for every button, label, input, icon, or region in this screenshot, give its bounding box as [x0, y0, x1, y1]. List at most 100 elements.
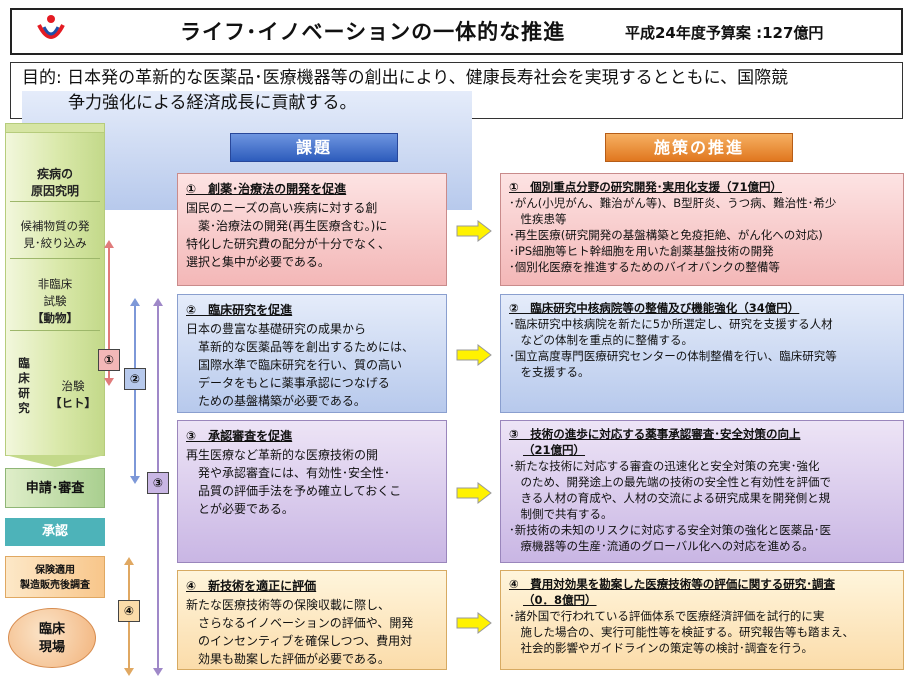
- issue-line: とが必要である。: [186, 502, 294, 516]
- stage-candidate-discovery: 候補物質の発 見･絞り込み: [5, 218, 105, 252]
- issue-title: ② 臨床研究を促進: [186, 303, 293, 317]
- range-arrow-head: [124, 557, 134, 565]
- issue-box-3: ③ 承認審査を促進 再生医療など革新的な医療技術の開 発や承認審査には、有効性･…: [177, 420, 447, 563]
- header-issues: 課題: [230, 133, 398, 162]
- stage-divider: [10, 201, 100, 202]
- purpose-line-1: 目的: 日本発の革新的な医薬品･医療機器等の創出により、健康長寿社会を実現すると…: [22, 68, 789, 88]
- issue-line: 再生医療など革新的な医療技術の開: [186, 448, 379, 462]
- issue-line: ための基盤構築が必要である。: [186, 394, 366, 408]
- issue-box-4: ④ 新技術を適正に評価 新たな医療技術等の保険収載に際し、 さらなるイノベーショ…: [177, 570, 447, 670]
- range-arrow-line-2: [134, 306, 136, 476]
- policy-line: ･iPS細胞等ヒト幹細胞を用いた創薬基盤技術の開発: [509, 244, 774, 258]
- stage-nonclinical-line-3: 【動物】: [32, 311, 78, 325]
- policy-line: 制側で共有する。: [509, 507, 613, 521]
- policy-box-2: ② 臨床研究中核病院等の整備及び機能強化（34億円） ･臨床研究中核病院を新たに…: [500, 294, 904, 413]
- issue-title: ③ 承認審査を促進: [186, 429, 293, 443]
- stage-trial-line-1: 治験: [61, 379, 85, 393]
- issue-line: 国際水準で臨床研究を行い、質の高い: [186, 358, 403, 372]
- page-title: ライフ･イノベーションの一体的な推進: [180, 20, 566, 44]
- range-marker-1: ①: [98, 349, 120, 371]
- stage-cause-research: 疾病の 原因究明: [5, 166, 105, 200]
- range-marker-4: ④: [118, 600, 140, 622]
- policy-line: を支援する。: [509, 365, 590, 379]
- range-marker-2: ②: [124, 368, 146, 390]
- issue-line: 特化した研究費の配分が十分でなく、: [186, 237, 391, 251]
- issue-line: 発や承認審査には、有効性･安全性･: [186, 466, 391, 480]
- stage-clinical-research: 臨 床 研 究: [12, 356, 36, 416]
- policy-title: ④ 費用対効果を勘案した医療技術等の評価に関する研究･調査: [509, 577, 835, 591]
- issue-title: ④ 新技術を適正に評価: [186, 579, 317, 593]
- right-arrow-icon: [456, 220, 492, 242]
- policy-line: ･新技術の未知のリスクに対応する安全対策の強化と医薬品･医: [509, 523, 831, 537]
- policy-line: 性疾患等: [509, 212, 567, 226]
- stage-approval: 承認: [5, 518, 105, 546]
- policy-title: ③ 技術の進歩に対応する薬事承認審査･安全対策の向上: [509, 427, 801, 441]
- stage-site-line-1: 臨床: [38, 622, 65, 637]
- issue-line: 薬･治療法の開発(再生医療含む。)に: [186, 219, 388, 233]
- stage-insurance-line-1: 保険適用: [35, 565, 75, 576]
- range-arrow-head: [153, 668, 163, 676]
- stage-insurance-line-2: 製造販売後調査: [20, 580, 90, 591]
- mhlw-logo: [36, 13, 66, 47]
- issue-line: 品質の評価手法を予め確立しておくこ: [186, 484, 402, 498]
- issue-line: さらなるイノベーションの評価や、開発: [186, 616, 414, 630]
- range-arrow-head: [153, 298, 163, 306]
- issue-line: 効果も勘案した評価が必要である。: [186, 652, 390, 666]
- stage-clinical-char: 床: [18, 371, 30, 385]
- stage-nonclinical-line-1: 非臨床: [37, 277, 73, 291]
- policy-line: きる人材の育成や、人材の交流による研究成果を開発側と規: [509, 491, 831, 505]
- stage-cause-line-1: 疾病の: [36, 167, 73, 181]
- policy-box-1: ① 個別重点分野の研究開発･実用化支援（71億円） ･がん(小児がん、難治がん等…: [500, 173, 904, 286]
- policy-title: ① 個別重点分野の研究開発･実用化支援（71億円）: [509, 180, 782, 194]
- stage-divider: [10, 330, 100, 331]
- stage-cause-line-2: 原因究明: [30, 184, 79, 198]
- policy-line: ･諸外国で行われている評価体系で医療経済評価を試行的に実: [509, 609, 825, 623]
- stage-clinical-char: 研: [18, 386, 30, 400]
- range-arrow-head: [104, 378, 114, 386]
- stage-nonclinical-line-2: 試験: [43, 294, 67, 308]
- stage-clinical-site: 臨床 現場: [8, 608, 96, 668]
- issue-box-2: ② 臨床研究を促進 日本の豊富な基礎研究の成果から 革新的な医薬品等を創出するた…: [177, 294, 447, 413]
- stage-insurance-postmarket: 保険適用 製造販売後調査: [5, 556, 105, 598]
- issue-line: 選択と集中が必要である。: [186, 255, 330, 269]
- stage-column-arrow: [5, 455, 105, 467]
- policy-title: ② 臨床研究中核病院等の整備及び機能強化（34億円）: [509, 301, 800, 315]
- right-arrow-icon: [456, 482, 492, 504]
- policy-line: のため、開発途上の最先端の技術の安全性と有効性を評価で: [509, 475, 831, 489]
- policy-box-3: ③ 技術の進歩に対応する薬事承認審査･安全対策の向上 （21億円） ･新たな技術…: [500, 420, 904, 563]
- range-marker-3: ③: [147, 472, 169, 494]
- policy-line: 施した場合の、実行可能性等を検証する。研究報告等も踏まえ、: [509, 625, 854, 639]
- policy-line: ･再生医療(研究開発の基盤構築と免疫拒絶、がん化への対応): [509, 228, 823, 242]
- range-arrow-head: [104, 240, 114, 248]
- issue-line: 日本の豊富な基礎研究の成果から: [186, 322, 367, 336]
- stage-candidate-line-1: 候補物質の発: [20, 219, 90, 233]
- policy-line: 社会的影響やガイドラインの策定等の検討･調査を行う。: [509, 641, 814, 655]
- policy-box-4: ④ 費用対効果を勘案した医療技術等の評価に関する研究･調査 （0．8億円） ･諸…: [500, 570, 904, 670]
- issue-line: 新たな医療技術等の保険収載に際し、: [186, 598, 391, 612]
- right-arrow-icon: [456, 612, 492, 634]
- stage-candidate-line-2: 見･絞り込み: [23, 236, 87, 250]
- policy-line: ･新たな技術に対応する審査の迅速化と安全対策の充実･強化: [509, 459, 820, 473]
- issue-line: のインセンティブを確保しつつ、費用対: [186, 634, 413, 648]
- policy-line: などの体制を重点的に整備する。: [509, 333, 693, 347]
- title-bar: [10, 8, 903, 55]
- budget-label: 平成24年度予算案 :127億円: [625, 24, 824, 42]
- policy-line: ･個別化医療を推進するためのバイオバンクの整備等: [509, 260, 780, 274]
- header-policies: 施策の推進: [605, 133, 793, 162]
- stage-trial-line-2: 【ヒト】: [50, 396, 96, 410]
- issue-line: データをもとに薬事承認につなげる: [186, 376, 390, 390]
- stage-clinical-char: 臨: [18, 356, 30, 370]
- range-arrow-line-1: [108, 248, 110, 378]
- range-arrow-head: [124, 668, 134, 676]
- stage-divider: [10, 258, 100, 259]
- stage-application-review: 申請･審査: [5, 468, 105, 508]
- range-arrow-head: [130, 298, 140, 306]
- stage-site-line-2: 現場: [38, 640, 65, 655]
- issue-line: 革新的な医薬品等を創出するためには、: [186, 340, 415, 354]
- issue-line: 国民のニーズの高い疾病に対する創: [186, 201, 378, 215]
- stage-clinical-char: 究: [18, 401, 30, 415]
- range-arrow-head: [130, 476, 140, 484]
- stage-nonclinical: 非臨床 試験 【動物】: [5, 276, 105, 327]
- policy-title-budget: （0．8億円）: [523, 593, 597, 607]
- policy-line: ･国立高度専門医療研究センターの体制整備を行い、臨床研究等: [509, 349, 837, 363]
